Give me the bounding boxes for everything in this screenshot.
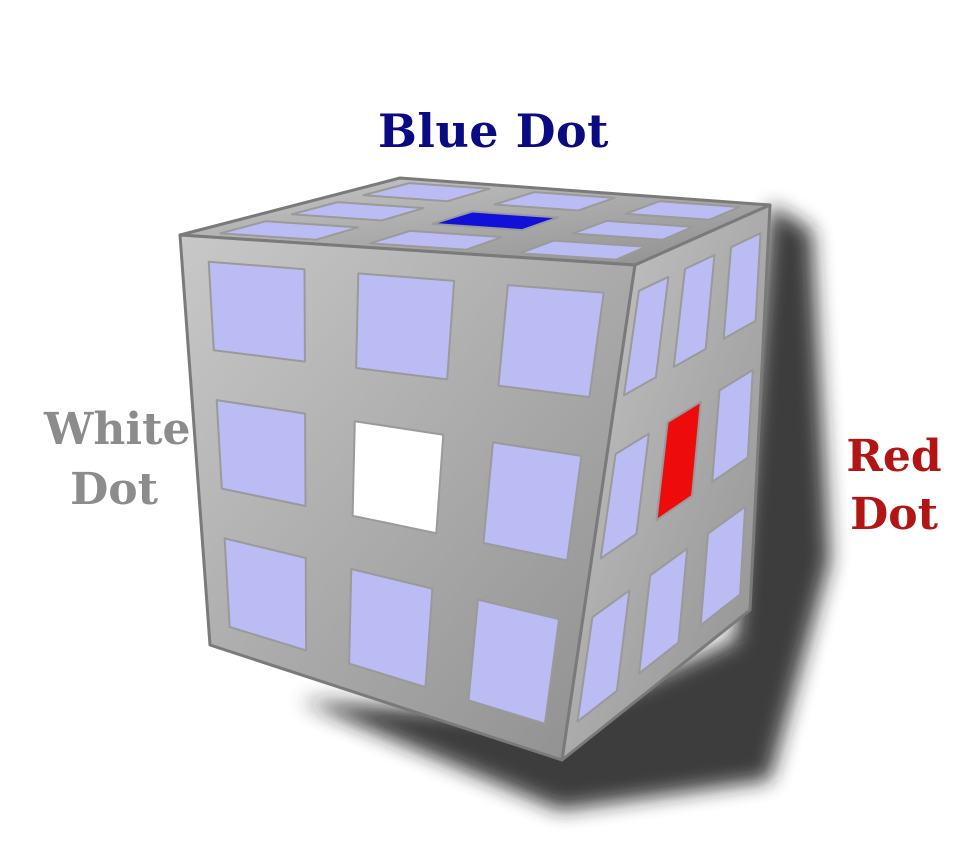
right-face-sticker	[599, 432, 650, 560]
top-face-sticker	[290, 201, 425, 222]
blue-dot-sticker	[431, 210, 560, 232]
red-dot-label-line2: Dot	[850, 489, 938, 540]
top-face-sticker	[571, 219, 694, 241]
cube-shadow	[300, 205, 830, 810]
right-face-sticker	[638, 547, 689, 675]
right-face-sticker	[699, 505, 747, 627]
top-face-sticker	[493, 191, 616, 212]
right-face-sticker	[576, 589, 631, 723]
red-dot-label-line1: Red	[846, 431, 942, 482]
front-face-sticker	[348, 568, 434, 689]
blue-dot-label: Blue Dot	[378, 108, 609, 154]
right-face-sticker	[623, 275, 670, 397]
top-face-sticker	[624, 200, 741, 221]
front-face-sticker	[497, 284, 605, 399]
top-face-sticker	[219, 220, 360, 241]
right-face-sticker	[722, 232, 762, 340]
red-dot-label: Red Dot	[842, 428, 946, 544]
white-dot-label-line1: White	[44, 404, 191, 455]
right-face-sticker	[672, 254, 716, 368]
front-face-sticker	[482, 441, 583, 562]
front-face-sticker	[215, 399, 307, 507]
top-face-sticker	[369, 229, 504, 251]
white-dot-sticker	[351, 420, 445, 535]
front-face-sticker	[223, 537, 308, 652]
red-dot-sticker	[655, 400, 702, 522]
white-dot-label: White Dot	[44, 400, 191, 520]
top-face-sticker	[519, 239, 647, 261]
white-dot-label-line2: Dot	[70, 464, 158, 515]
front-face-sticker	[207, 260, 306, 363]
front-face-sticker	[467, 598, 561, 725]
right-face-sticker	[711, 369, 754, 483]
blue-dot-label-text: Blue Dot	[378, 104, 609, 158]
top-face-sticker	[362, 182, 491, 203]
front-face-sticker	[355, 272, 456, 381]
